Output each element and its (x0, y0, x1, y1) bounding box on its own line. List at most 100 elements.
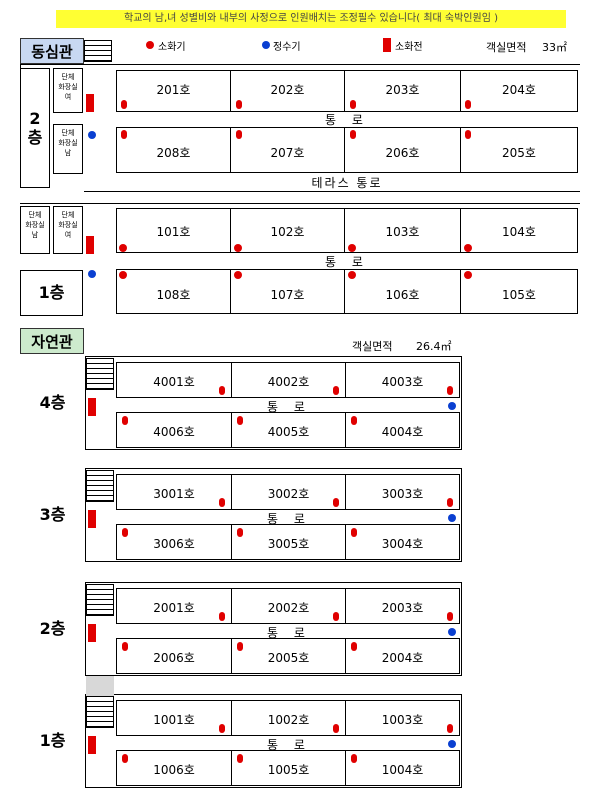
room-204[interactable]: 204호 (460, 70, 578, 112)
hydrant-west (88, 736, 96, 754)
room-label: 3003호 (381, 487, 424, 501)
extinguisher-icon (237, 528, 243, 537)
corridor-west: 통 로 (267, 738, 311, 752)
room-label: 3001호 (153, 487, 195, 501)
room-103[interactable]: 103호 (344, 208, 461, 253)
terrace-line (84, 191, 580, 192)
room-label: 2003호 (381, 601, 424, 615)
room-106[interactable]: 106호 (344, 269, 461, 314)
room-west-bottom[interactable]: 1006호 (116, 750, 232, 786)
room-203[interactable]: 203호 (344, 70, 461, 112)
room-label: 3005호 (267, 537, 310, 551)
hydrant-west (88, 510, 96, 528)
room-west-top[interactable]: 1002호 (231, 700, 346, 736)
room-label: 206호 (385, 146, 420, 160)
room-107[interactable]: 107호 (230, 269, 345, 314)
room-west-top[interactable]: 4001호 (116, 362, 232, 398)
extinguisher-icon (122, 642, 128, 651)
room-105[interactable]: 105호 (460, 269, 578, 314)
room-west-top[interactable]: 3003호 (345, 474, 460, 510)
room-west-top[interactable]: 1001호 (116, 700, 232, 736)
room-207[interactable]: 207호 (230, 127, 345, 173)
room-west-bottom[interactable]: 3004호 (345, 524, 460, 560)
hydrant-legend-icon (383, 38, 391, 52)
room-label: 208호 (156, 146, 191, 160)
room-west-bottom[interactable]: 4005호 (231, 412, 346, 448)
extinguisher-icon (351, 642, 357, 651)
stairs-west (86, 358, 114, 390)
room-west-bottom[interactable]: 1004호 (345, 750, 460, 786)
floor-label-east-1f: 1층 (20, 270, 83, 316)
room-202[interactable]: 202호 (230, 70, 345, 112)
extinguisher-icon (464, 244, 472, 252)
extinguisher-icon (350, 130, 356, 139)
room-label: 3004호 (381, 537, 424, 551)
room-west-bottom[interactable]: 4004호 (345, 412, 460, 448)
stairs-west (86, 470, 114, 502)
room-108[interactable]: 108호 (116, 269, 231, 314)
corridor-west: 통 로 (267, 400, 311, 414)
corridor-west: 통 로 (267, 626, 311, 640)
room-west-top[interactable]: 4003호 (345, 362, 460, 398)
room-west-bottom[interactable]: 3005호 (231, 524, 346, 560)
room-west-bottom[interactable]: 2005호 (231, 638, 346, 674)
east-area-value: 33㎡ (542, 41, 567, 54)
notice-banner: 학교의 남,녀 성별비와 내부의 사정으로 인원배치는 조정필수 있습니다( 최… (56, 10, 566, 28)
extinguisher-icon (351, 754, 357, 763)
room-label: 1002호 (267, 713, 310, 727)
floor-label-west: 4층 (20, 356, 86, 450)
building-tag-east: 동심관 (20, 38, 84, 64)
building-tag-west: 자연관 (20, 328, 84, 354)
room-west-top[interactable]: 3002호 (231, 474, 346, 510)
room-104[interactable]: 104호 (460, 208, 578, 253)
room-101[interactable]: 101호 (116, 208, 231, 253)
water-west (448, 628, 456, 636)
room-label: 4004호 (381, 425, 424, 439)
east-2f-outline-top (20, 64, 580, 65)
room-label: 202호 (270, 83, 305, 97)
floor-label-east-2f: 2 층 (20, 68, 50, 188)
room-102[interactable]: 102호 (230, 208, 345, 253)
extinguisher-icon (447, 498, 453, 507)
hydrant-west (88, 398, 96, 416)
room-west-top[interactable]: 3001호 (116, 474, 232, 510)
floor-label-west: 1층 (20, 694, 86, 788)
room-label: 2005호 (267, 651, 310, 665)
room-west-top[interactable]: 1003호 (345, 700, 460, 736)
room-label: 1005호 (267, 763, 310, 777)
room-label: 4006호 (153, 425, 195, 439)
extinguisher-icon (121, 100, 127, 109)
corridor-west: 통 로 (267, 512, 311, 526)
restroom-east-1f-men: 단체 화장실 남 (20, 206, 50, 254)
restroom-east-1f-women: 단체 화장실 여 (53, 206, 83, 254)
room-label: 2001호 (153, 601, 195, 615)
extinguisher-icon (333, 612, 339, 621)
extinguisher-icon (234, 244, 242, 252)
water-west (448, 740, 456, 748)
room-west-top[interactable]: 4002호 (231, 362, 346, 398)
corridor-east-1f: 통 로 (325, 255, 369, 269)
restroom-east-2f-men: 단체 화장실 남 (53, 124, 83, 174)
room-208[interactable]: 208호 (116, 127, 231, 173)
room-label: 201호 (156, 83, 191, 97)
room-west-bottom[interactable]: 2004호 (345, 638, 460, 674)
room-west-bottom[interactable]: 3006호 (116, 524, 232, 560)
extinguisher-icon (464, 271, 472, 279)
room-label: 204호 (502, 83, 536, 97)
extinguisher-icon (237, 754, 243, 763)
room-206[interactable]: 206호 (344, 127, 461, 173)
room-west-bottom[interactable]: 1005호 (231, 750, 346, 786)
extinguisher-icon (237, 416, 243, 425)
room-west-top[interactable]: 2001호 (116, 588, 232, 624)
extinguisher-icon (333, 386, 339, 395)
extinguisher-icon (119, 271, 127, 279)
water-legend-icon (262, 41, 270, 49)
room-west-top[interactable]: 2002호 (231, 588, 346, 624)
room-west-bottom[interactable]: 2006호 (116, 638, 232, 674)
terrace-corridor-east: 테라스 통로 (311, 176, 383, 190)
room-west-bottom[interactable]: 4006호 (116, 412, 232, 448)
room-205[interactable]: 205호 (460, 127, 578, 173)
room-west-top[interactable]: 2003호 (345, 588, 460, 624)
room-201[interactable]: 201호 (116, 70, 231, 112)
extinguisher-icon (333, 498, 339, 507)
